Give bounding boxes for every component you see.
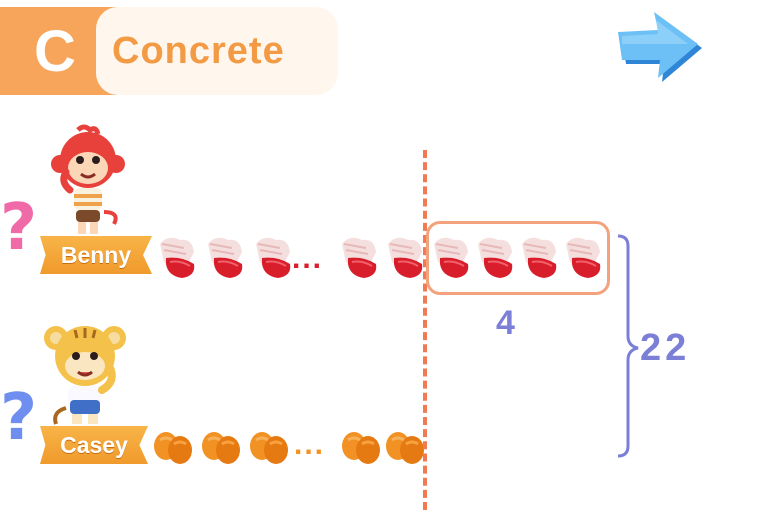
red-glove-icon — [207, 236, 244, 279]
comparison-divider — [423, 150, 427, 510]
difference-highlight-box — [426, 221, 610, 295]
section-title: Concrete — [112, 29, 285, 72]
orange-glove-icon — [384, 430, 426, 466]
difference-label: 4 — [496, 304, 515, 342]
red-glove-icon — [159, 236, 196, 279]
red-glove-icon — [387, 236, 424, 279]
orange-glove-icon — [340, 430, 382, 466]
section-title-background — [96, 7, 338, 95]
casey-ellipsis: ... — [294, 428, 326, 461]
orange-glove-icon — [200, 430, 242, 466]
orange-glove-icon — [152, 430, 194, 466]
right-arrow-icon[interactable] — [618, 12, 706, 86]
tiger-icon — [44, 326, 126, 425]
monkey-icon — [51, 124, 125, 234]
orange-glove-icon — [248, 430, 290, 466]
section-header: C Concrete — [0, 7, 338, 95]
benny-question-mark: ? — [0, 191, 38, 265]
casey-question-mark: ? — [0, 381, 38, 455]
casey-name-tag: Casey — [40, 426, 148, 464]
benny-name-tag: Benny — [40, 236, 152, 274]
benny-ellipsis: ... — [292, 242, 324, 275]
section-letter: C — [34, 18, 76, 84]
casey-glove-row — [152, 430, 426, 466]
total-label: 22 — [640, 327, 691, 369]
red-glove-icon — [255, 236, 292, 279]
red-glove-icon — [341, 236, 378, 279]
total-bracket — [617, 234, 639, 458]
